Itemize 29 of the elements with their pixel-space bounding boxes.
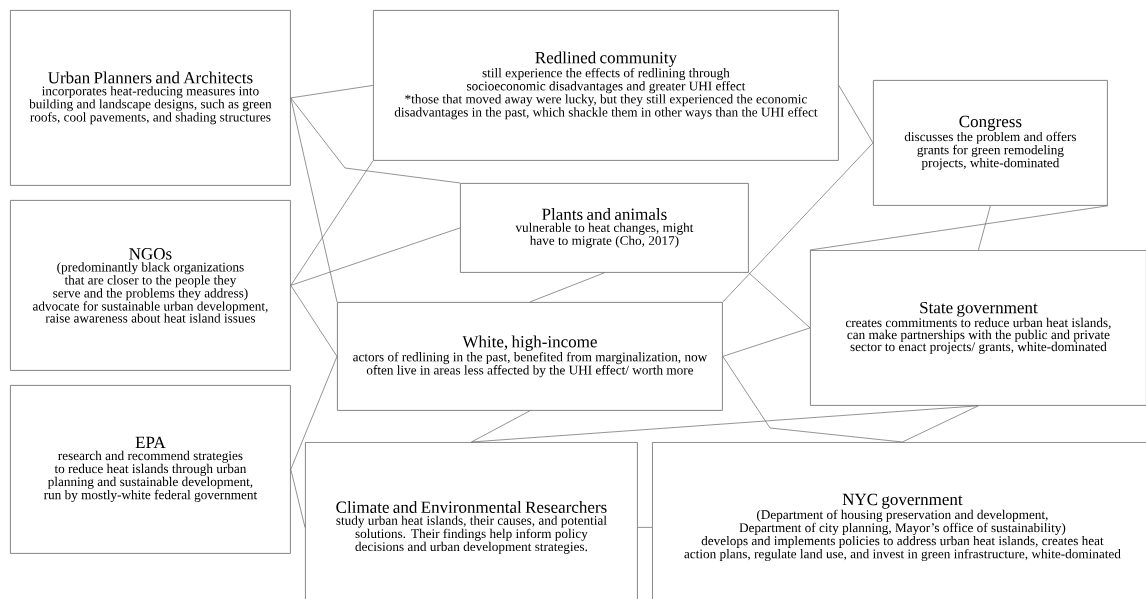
- connector-line: [722, 327, 811, 357]
- actor-box: NYC government (Department of housing preservation and development, Department of city planning, Mayor’s office of sustainability) develops and implements policies to address urban heat islands, creates heat action plans, regulate land use, and invest in green infrastructure, white-dominated: [652, 442, 1146, 599]
- actor-box: Congress discusses the problem and offers grants for green remodeling projects, white-dominated: [873, 80, 1108, 206]
- actor-box: State government creates commitments to reduce urban heat islands, can make partnerships with the public and private sector to enact projects/ grants, white-dominated: [810, 250, 1146, 406]
- actor-box: Redlined community still experience the effects of redlining through socioeconomic disadvantages and greater UHI effect *those that moved away were lucky, but they still experienced the economic disadvantages in the past, which shackle them in other ways than the UHI effect: [373, 10, 839, 161]
- actor-box: Climate and Environmental Researchers study urban heat islands, their causes, and potential solutions. Their findings help inform policy decisions and urban development strategies.: [305, 442, 638, 599]
- connector-line: [809, 205, 1109, 251]
- actor-box: White, high-income actors of redlining in the past, benefited from marginalization, now often live in areas less affected by the UHI effect/ worth more: [337, 302, 723, 411]
- connector-line: [722, 356, 903, 443]
- connector-line: [290, 227, 461, 286]
- connector-line: [290, 356, 338, 470]
- connector-line: [748, 272, 811, 329]
- connector-line: [471, 405, 979, 443]
- connector-line: [902, 405, 979, 443]
- actor-box: Plants and animals vulnerable to heat changes, might have to migrate (Cho, 2017): [460, 183, 749, 273]
- connector-line: [529, 272, 605, 303]
- connector-line: [722, 142, 874, 303]
- actor-box: EPA research and recommend strategies to reduce heat islands through urban planning and sustainable development, run by mostly-white federal government: [10, 385, 291, 554]
- connector-line: [290, 285, 338, 357]
- connector-line: [290, 97, 338, 303]
- actor-box: Urban Planners and Architects incorporates heat-reducing measures into building and landscape designs, such as green roofs, cool pavements, and shading structures: [10, 10, 291, 186]
- connector-line: [978, 205, 991, 251]
- connector-line: [637, 527, 653, 528]
- connector-line: [471, 410, 531, 443]
- connector-line: [838, 85, 874, 144]
- connector-line: [290, 97, 461, 184]
- actor-box: NGOs (predominantly black organizations that are closer to the people they serve and the problems they address) advocate for sustainable urban development, raise awareness about heat island issues: [10, 200, 291, 371]
- connector-line: [290, 85, 374, 99]
- connector-line: [290, 160, 374, 286]
